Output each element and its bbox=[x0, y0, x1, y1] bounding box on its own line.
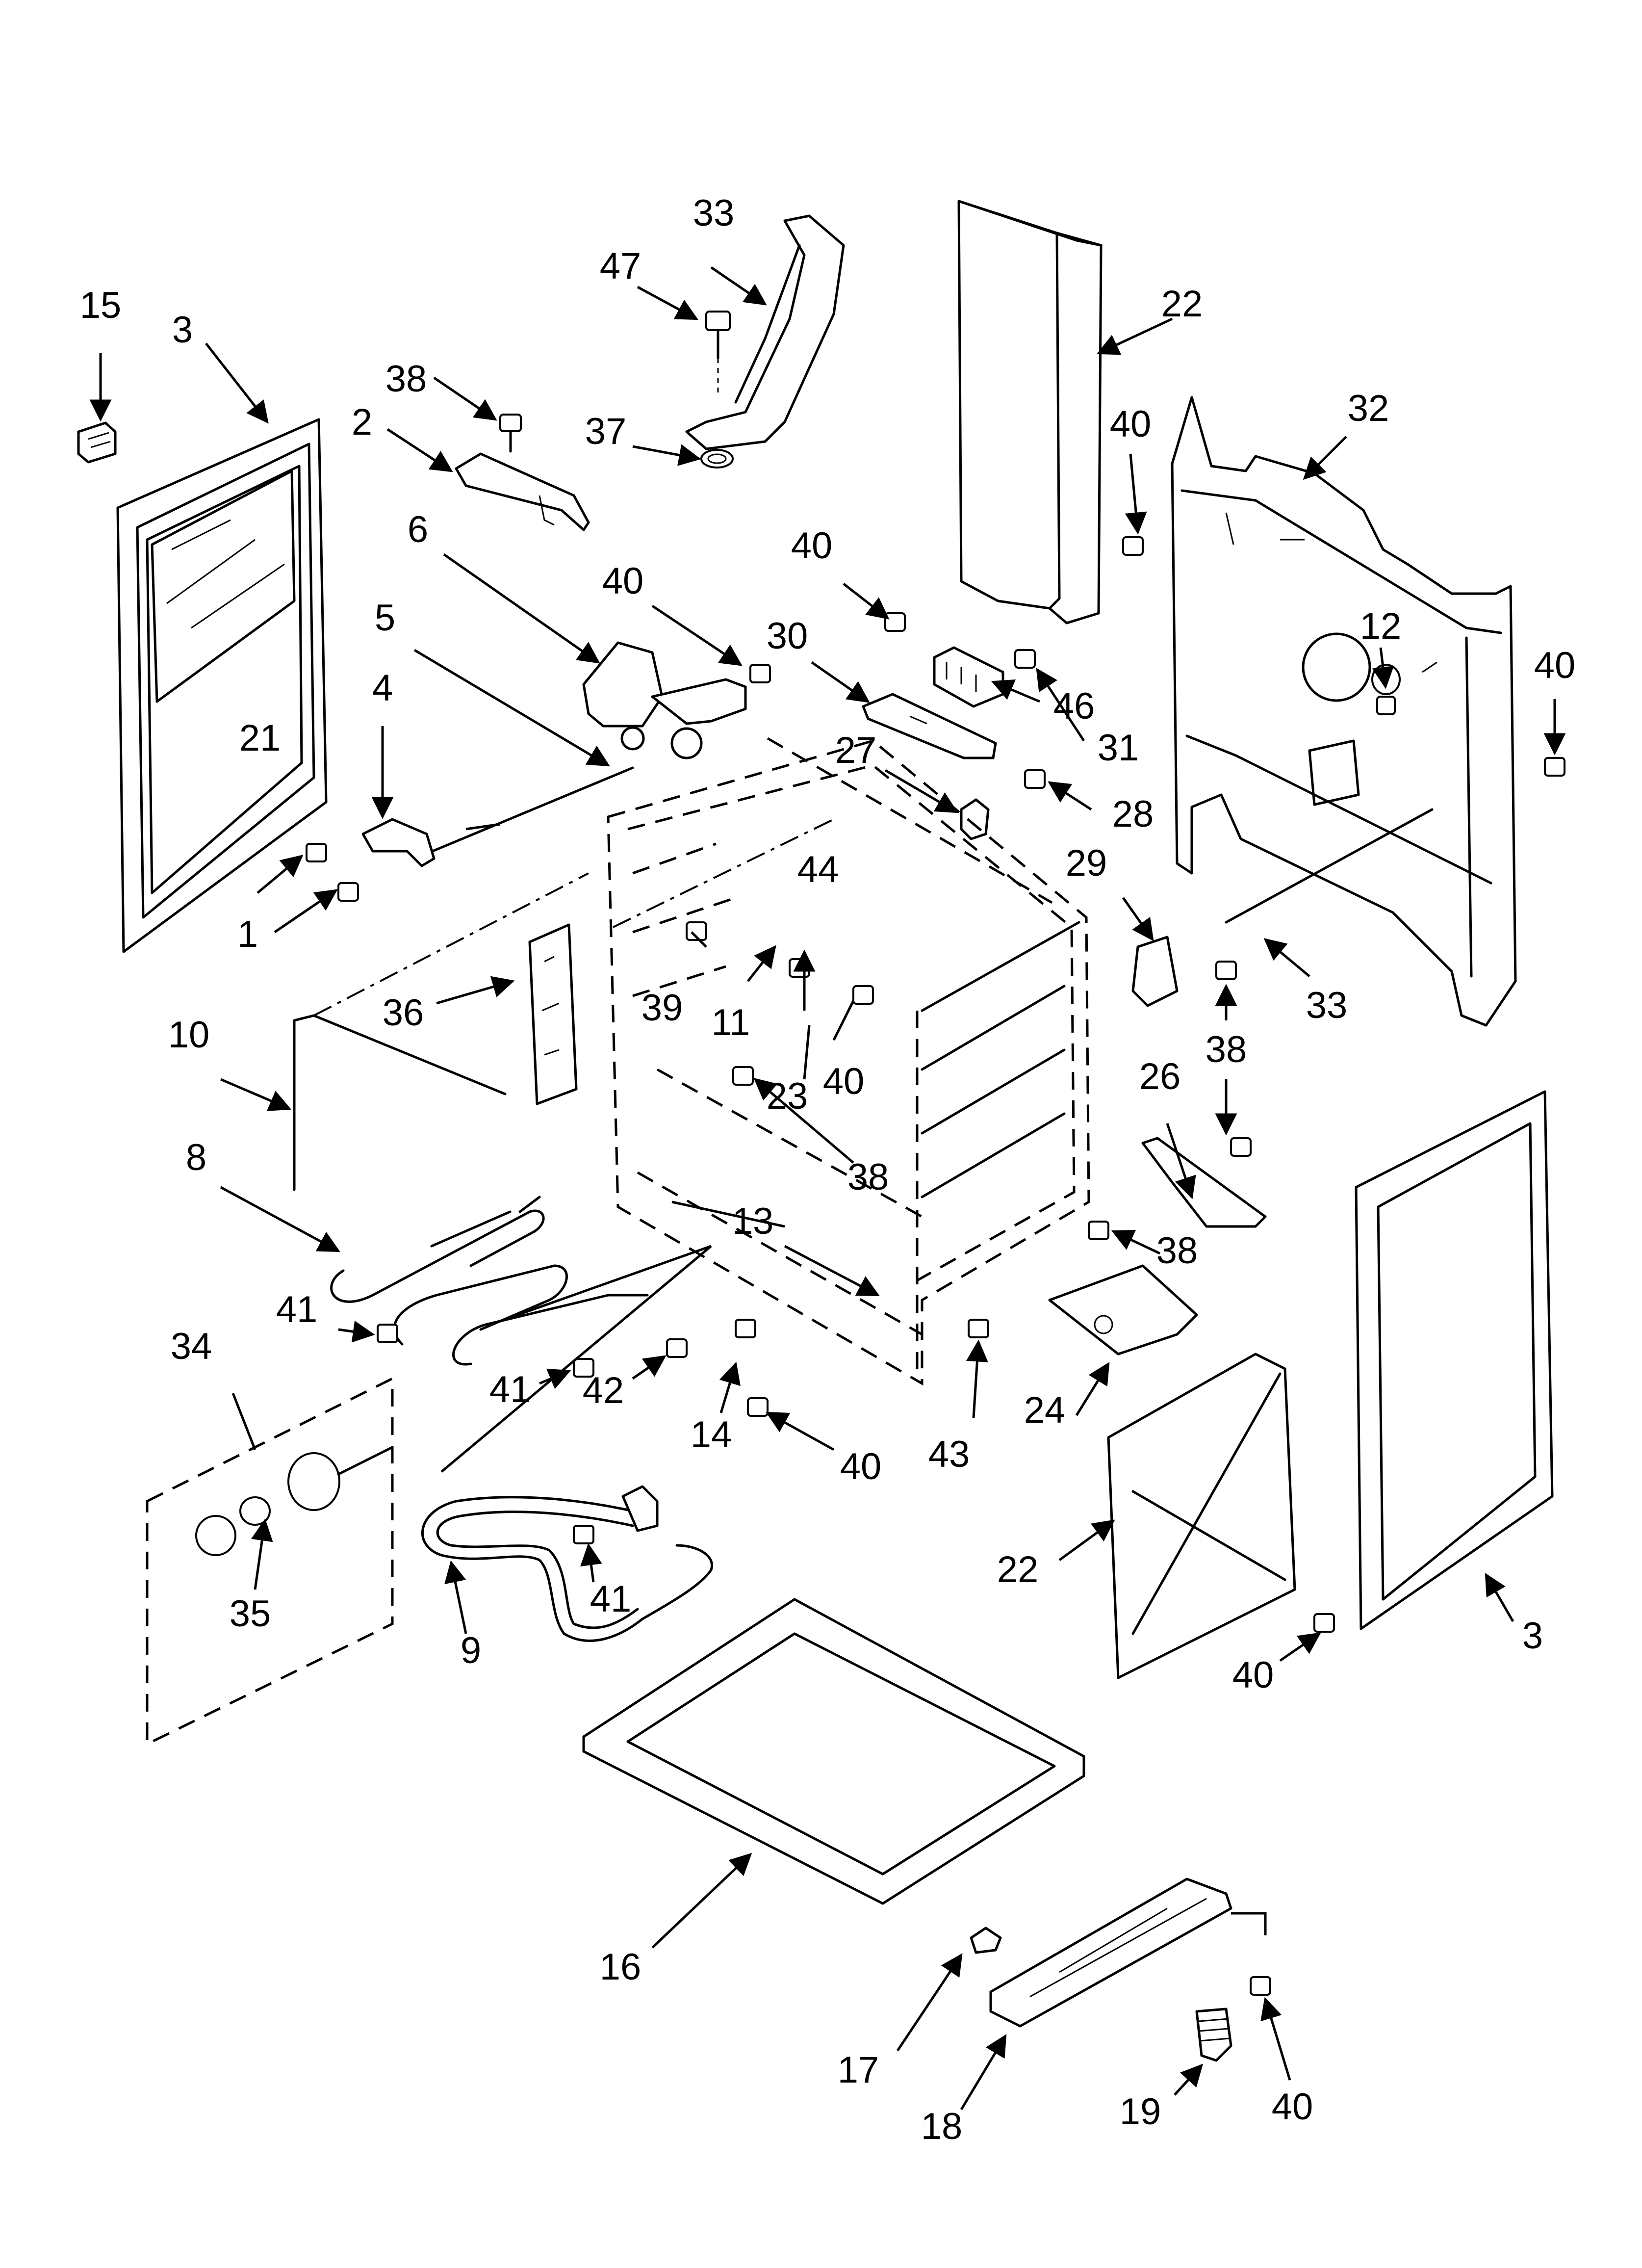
callout-39: 39 bbox=[641, 987, 683, 1029]
callout-9: 9 bbox=[461, 1630, 481, 1671]
callout-1: 1 bbox=[237, 913, 258, 955]
part-5-wire bbox=[425, 766, 634, 855]
callout-22: 22 bbox=[997, 1549, 1039, 1590]
part-29-bracket bbox=[862, 693, 997, 759]
callout-2: 2 bbox=[352, 401, 372, 443]
callout-40-a: 40 bbox=[602, 560, 644, 602]
part-25-bracket bbox=[1141, 1137, 1267, 1228]
callout-14: 14 bbox=[691, 1414, 732, 1456]
callout-38-top: 38 bbox=[385, 358, 427, 400]
callout-32: 33 bbox=[1306, 985, 1348, 1026]
callout-18: 18 bbox=[921, 2106, 963, 2147]
callout-8: 8 bbox=[186, 1137, 206, 1178]
callout-37: 37 bbox=[585, 411, 627, 452]
callout-27: 28 bbox=[1112, 793, 1154, 835]
callout-46: 46 bbox=[1053, 685, 1095, 727]
callout-16: 16 bbox=[600, 1946, 641, 1988]
part-38-screw-top bbox=[499, 414, 522, 453]
part-33-duct bbox=[685, 214, 845, 450]
callout-38-b: 38 bbox=[1206, 1029, 1247, 1070]
part-31-rear-panel bbox=[1171, 396, 1517, 1027]
part-26-clip bbox=[960, 798, 990, 840]
callout-28: 29 bbox=[1066, 842, 1107, 884]
callout-20: 21 bbox=[239, 717, 281, 759]
part-3-right-side-panel bbox=[1355, 1090, 1554, 1630]
part-20-window-glass bbox=[151, 469, 296, 703]
part-30-terminal-block bbox=[933, 646, 1004, 708]
callout-12: 12 bbox=[1360, 605, 1402, 647]
part-10-wire bbox=[293, 872, 589, 1191]
callout-11: 11 bbox=[712, 1002, 750, 1043]
part-15-clip bbox=[77, 421, 117, 464]
part-19-leveling-leg bbox=[1195, 2007, 1232, 2062]
part-9-broil-element bbox=[421, 1485, 714, 1642]
callout-44: 44 bbox=[797, 849, 839, 890]
part-17-clip bbox=[970, 1927, 1002, 1954]
part-22-panel bbox=[1107, 1353, 1296, 1679]
callout-25: 26 bbox=[1139, 1056, 1181, 1097]
callout-40-c: 40 bbox=[791, 525, 833, 567]
callout-40-g: 40 bbox=[1232, 1654, 1274, 1696]
callout-40-h: 40 bbox=[1272, 2086, 1313, 2128]
part-6-motor-latch bbox=[582, 641, 747, 759]
callout-38-c: 38 bbox=[847, 1156, 889, 1198]
callout-35: 35 bbox=[230, 1593, 271, 1635]
callout-40-f: 40 bbox=[840, 1446, 882, 1487]
callout-30: 31 bbox=[1098, 727, 1139, 769]
part-16-bottom-tray bbox=[582, 1598, 1085, 1905]
callout-19: 19 bbox=[1120, 2091, 1161, 2133]
callout-17: 17 bbox=[838, 2049, 879, 2091]
callout-34: 34 bbox=[171, 1326, 212, 1367]
part-32-wire bbox=[1225, 808, 1434, 924]
callout-13: 13 bbox=[732, 1200, 774, 1242]
callout-4: 4 bbox=[372, 667, 393, 709]
callout-42: 42 bbox=[583, 1370, 624, 1411]
callout-23: 23 bbox=[767, 1075, 808, 1117]
callout-31: 32 bbox=[1348, 388, 1389, 429]
callout-10: 10 bbox=[168, 1014, 210, 1056]
oven-cavity bbox=[607, 737, 1090, 1386]
leader-lines bbox=[89, 266, 1566, 2111]
part-47-screw bbox=[705, 311, 731, 397]
part-34-light-assembly bbox=[146, 1376, 394, 1747]
callout-41-c: 41 bbox=[590, 1578, 632, 1620]
callout-3-right: 3 bbox=[1522, 1615, 1543, 1657]
part-28-clip bbox=[1131, 936, 1179, 1007]
part-12-sensor bbox=[1371, 664, 1401, 715]
screws bbox=[306, 536, 1565, 1996]
callout-labels: 15 3 38 2 6 40 5 4 21 1 33 47 37 22 40 3… bbox=[80, 192, 1576, 2147]
callout-29: 30 bbox=[767, 615, 808, 657]
part-37-grommet bbox=[700, 449, 734, 469]
part-18-rail bbox=[989, 1877, 1232, 2028]
part-24-bracket bbox=[1048, 1264, 1198, 1356]
part-2-bracket bbox=[455, 452, 590, 531]
callout-38-d: 38 bbox=[1156, 1230, 1198, 1272]
part-21-vent-duct bbox=[957, 200, 1103, 625]
part-4-clip bbox=[361, 818, 436, 867]
callout-33: 33 bbox=[693, 192, 735, 234]
part-36-control-board bbox=[528, 923, 578, 1105]
callout-5: 5 bbox=[375, 597, 395, 639]
callout-40-b: 40 bbox=[1110, 403, 1152, 445]
callout-41-a: 41 bbox=[276, 1289, 318, 1330]
callout-15: 15 bbox=[80, 285, 122, 326]
callout-41-b: 41 bbox=[489, 1369, 531, 1410]
callout-3-left: 3 bbox=[172, 309, 193, 351]
callout-40-d: 40 bbox=[1534, 645, 1576, 686]
callout-6: 6 bbox=[408, 509, 428, 550]
callout-26: 27 bbox=[835, 730, 877, 771]
callout-43: 43 bbox=[928, 1434, 970, 1475]
callout-24: 24 bbox=[1024, 1389, 1066, 1431]
callout-47: 47 bbox=[600, 245, 641, 287]
callout-21: 22 bbox=[1161, 283, 1203, 325]
part-3-left-side-panel bbox=[116, 418, 328, 953]
callout-40-e: 40 bbox=[823, 1061, 865, 1102]
callout-36: 36 bbox=[383, 992, 424, 1034]
